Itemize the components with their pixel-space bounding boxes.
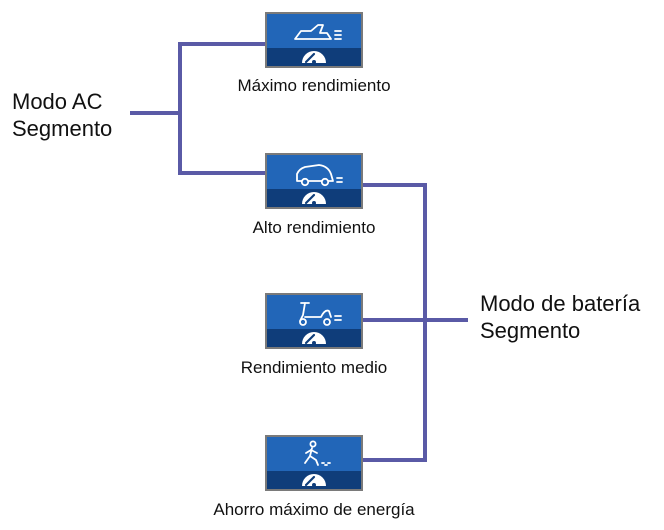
tile-top (267, 14, 361, 48)
battery-bracket-line (363, 183, 427, 462)
walking-person-icon (304, 440, 331, 466)
tile-top (267, 295, 361, 329)
caption-max-performance: Máximo rendimiento (237, 76, 391, 95)
mode-tile-high-performance (265, 153, 363, 209)
caption-max-energy-saving: Ahorro máximo de energía (213, 500, 415, 519)
mode-tile-max-energy-saving (265, 435, 363, 491)
airplane-icon (294, 24, 342, 40)
ac-bracket-line (178, 42, 265, 175)
mode-tile-max-performance (265, 12, 363, 68)
ac-mode-subtitle: Segmento (12, 116, 113, 141)
mode-tile-medium-performance (265, 293, 363, 349)
battery-mode-title: Modo de batería (480, 291, 641, 316)
scooter-icon (299, 302, 342, 326)
ac-bracket (130, 42, 265, 175)
ac-mode-title: Modo AC (12, 89, 103, 114)
car-icon (296, 164, 343, 187)
caption-medium-performance: Rendimiento medio (240, 358, 388, 377)
caption-high-performance: Alto rendimiento (252, 218, 376, 237)
tile-top (267, 437, 361, 471)
battery-bracket (363, 183, 468, 462)
tile-top (267, 155, 361, 189)
battery-mode-subtitle: Segmento (480, 318, 581, 343)
battery-mode-label: Modo de batería Segmento (480, 290, 640, 344)
ac-mode-label: Modo AC Segmento (12, 88, 112, 142)
